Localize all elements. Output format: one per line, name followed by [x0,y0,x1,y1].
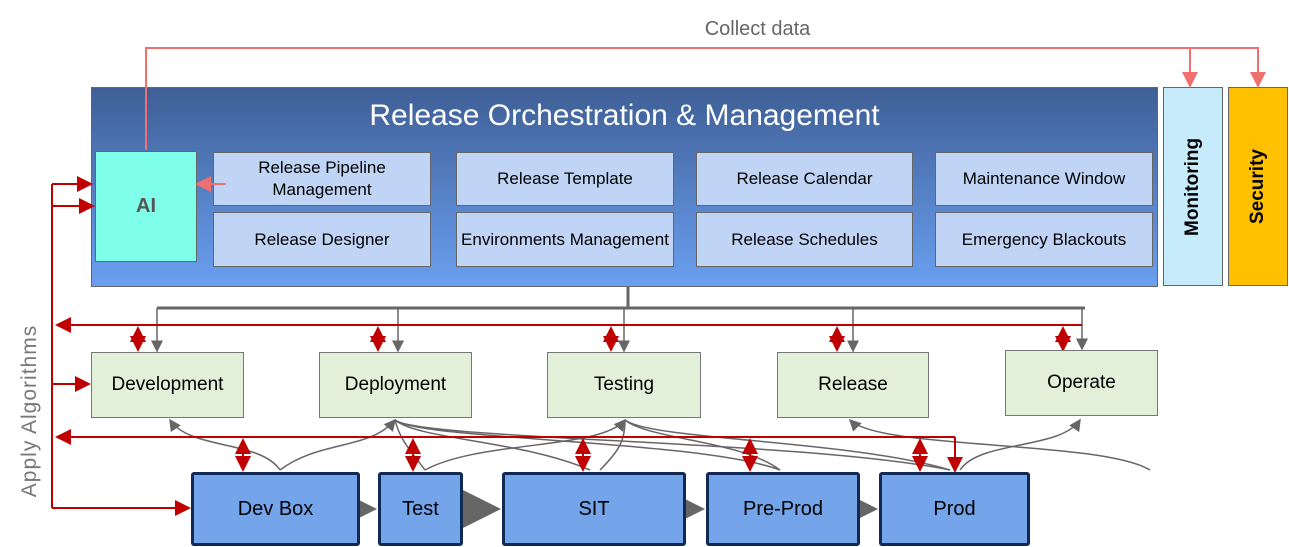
phase-release: Release [777,352,929,418]
collect-data-label: Collect data [704,17,811,40]
module-maintenance-window: Maintenance Window [935,152,1153,206]
panel-title: Release Orchestration & Management [369,99,880,132]
phase-operate: Operate [1005,350,1158,416]
env-sit: SIT [502,472,686,546]
module-environments-management: Environments Management [456,212,674,267]
module-release-calendar: Release Calendar [696,152,913,206]
phase-deployment: Deployment [319,352,472,418]
module-emergency-blackouts: Emergency Blackouts [935,212,1153,267]
module-release-pipeline: Release Pipeline Management [213,152,431,206]
apply-algorithms-label: Apply Algorithms [18,324,41,498]
phase-testing: Testing [547,352,701,418]
phase-development: Development [91,352,244,418]
module-release-template: Release Template [456,152,674,206]
module-release-designer: Release Designer [213,212,431,267]
env-pre-prod: Pre-Prod [706,472,860,546]
env-dev-box: Dev Box [191,472,360,546]
env-test: Test [378,472,463,546]
ai-box: AI [95,151,197,262]
env-prod: Prod [879,472,1030,546]
module-release-schedules: Release Schedules [696,212,913,267]
